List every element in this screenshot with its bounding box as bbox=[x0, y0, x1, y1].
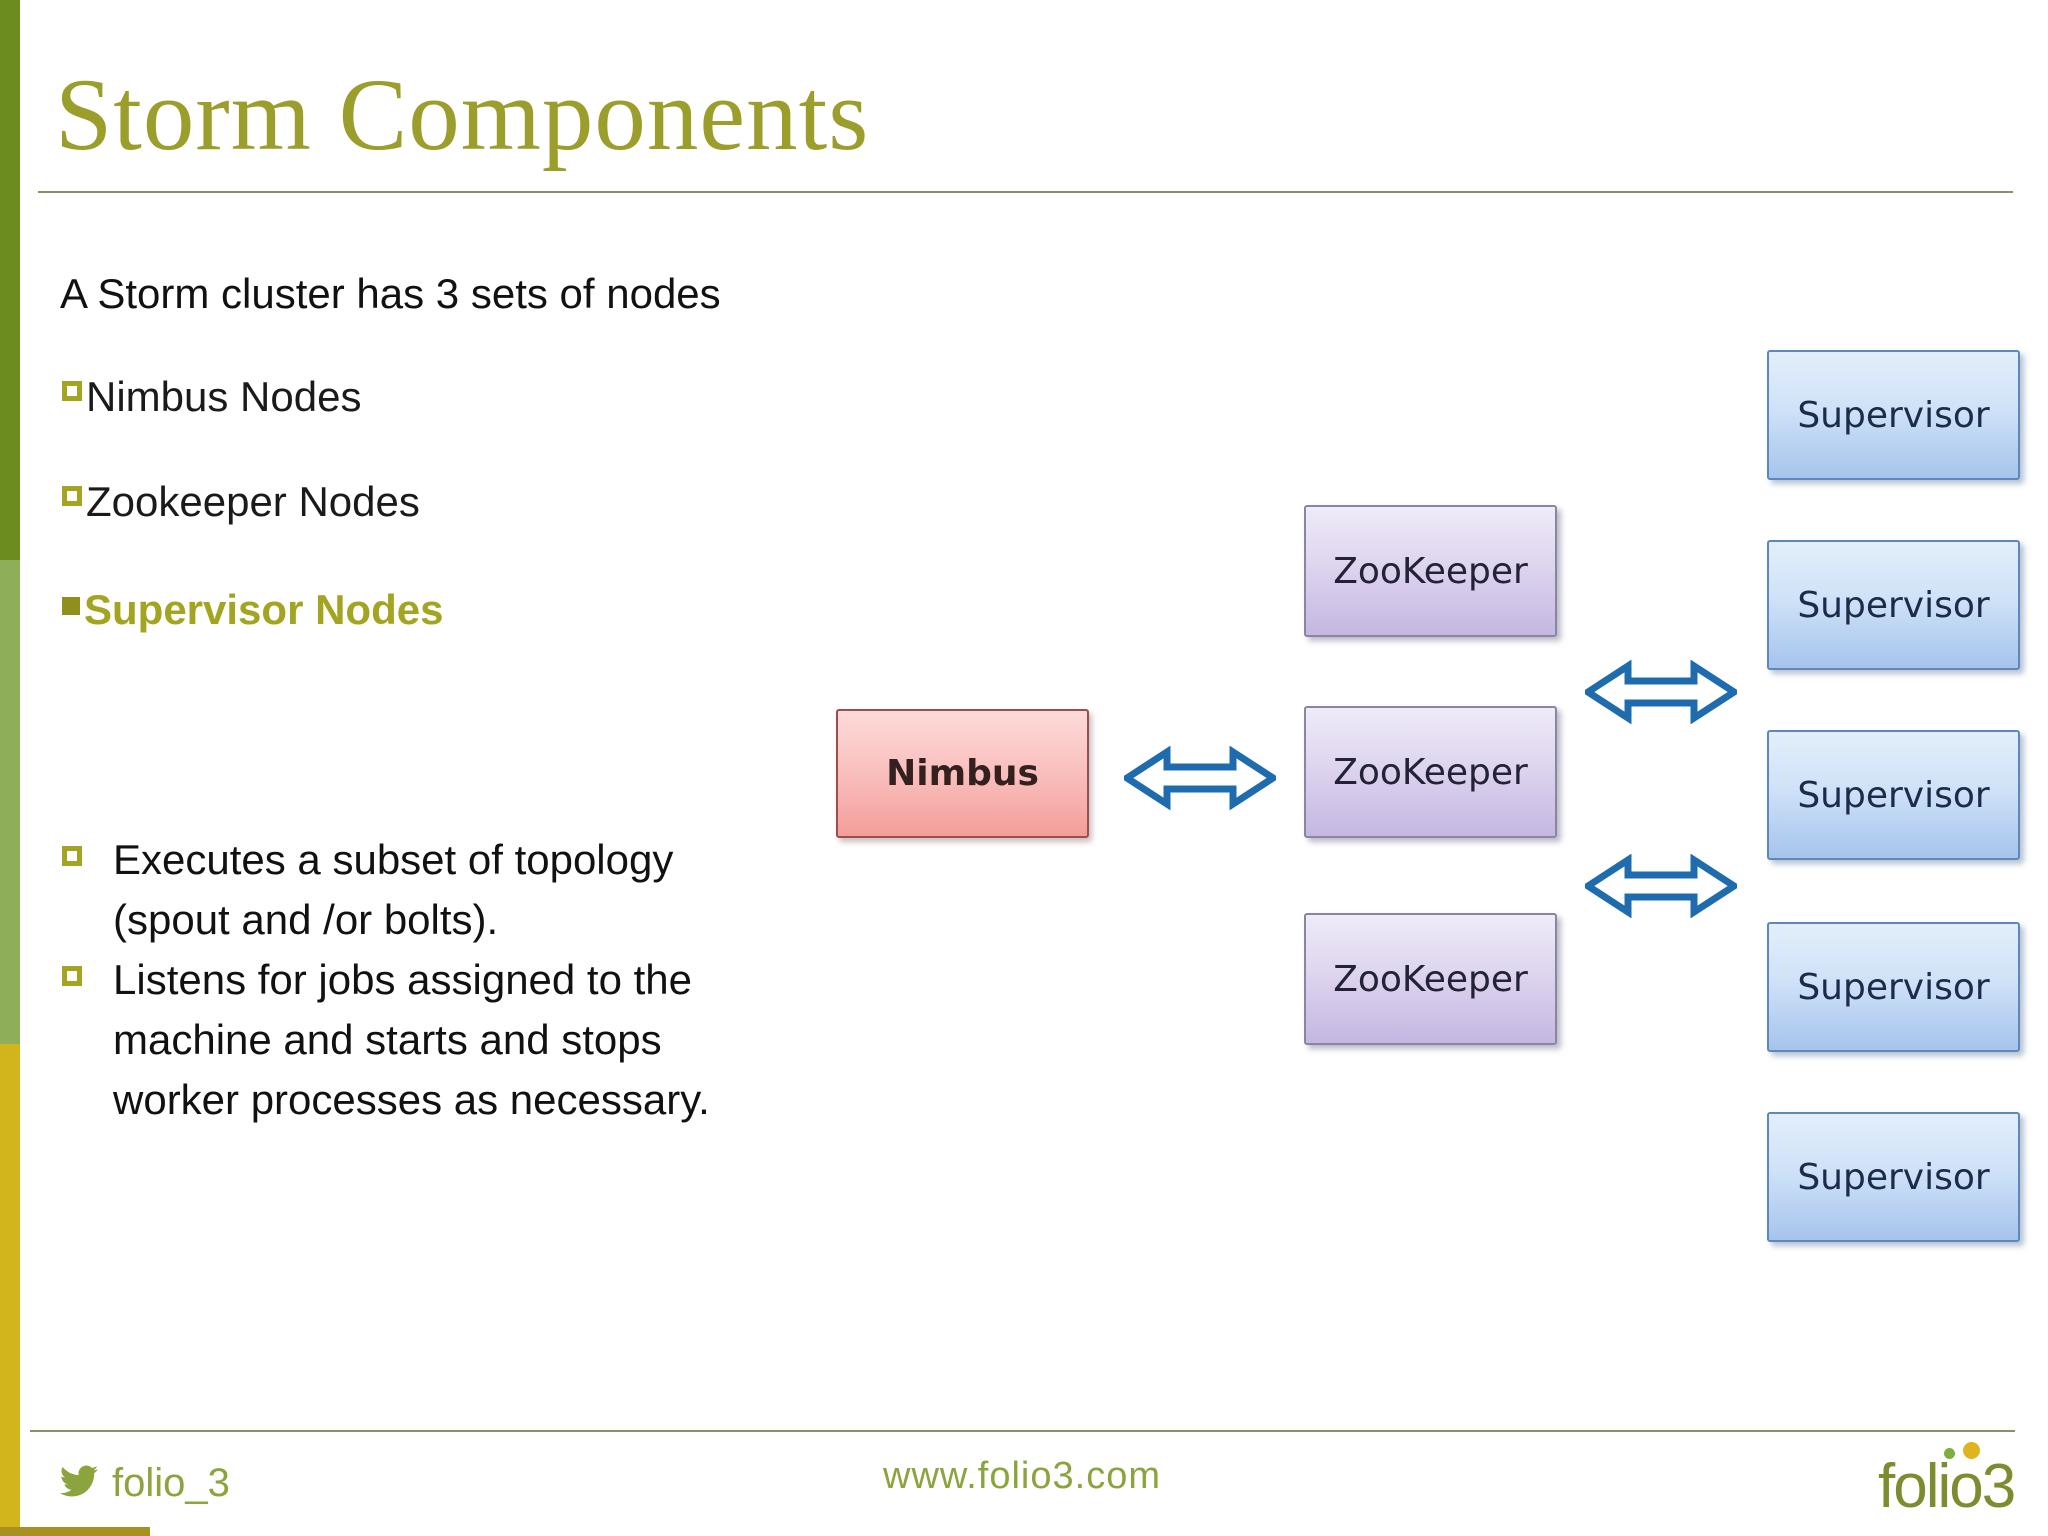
hollow-square-bullet-icon bbox=[62, 966, 82, 986]
left-stripe-top bbox=[0, 0, 20, 560]
double-arrow-icon bbox=[1585, 854, 1737, 918]
title-underline bbox=[38, 191, 2013, 193]
logo-gold-dot-icon bbox=[1963, 1442, 1980, 1459]
hollow-square-bullet-icon bbox=[62, 381, 82, 401]
twitter-icon bbox=[60, 1465, 98, 1497]
footer-divider bbox=[30, 1430, 2015, 1432]
double-arrow-icon bbox=[1585, 660, 1737, 724]
filled-square-bullet-icon bbox=[62, 597, 80, 615]
bullet-item-zookeeper: Zookeeper Nodes bbox=[62, 476, 420, 528]
detail-line: Listens for jobs assigned to the bbox=[113, 956, 693, 1003]
diagram-node-supervisor-1: Supervisor bbox=[1767, 350, 2020, 480]
diagram-node-supervisor-3: Supervisor bbox=[1767, 730, 2020, 860]
bottom-left-bar bbox=[0, 1527, 150, 1536]
detail-bullet-listens: Listens for jobs assigned to the machine… bbox=[113, 950, 753, 1130]
hollow-square-bullet-icon bbox=[62, 846, 82, 866]
detail-line: Executes a subset of topology bbox=[113, 836, 674, 883]
left-stripe-middle bbox=[0, 560, 20, 1044]
diagram-node-zookeeper-3: ZooKeeper bbox=[1304, 913, 1557, 1045]
bullet-item-nimbus: Nimbus Nodes bbox=[62, 371, 361, 423]
detail-bullet-executes: Executes a subset of topology (spout and… bbox=[113, 830, 753, 950]
detail-line: machine and starts and stops bbox=[113, 1016, 662, 1063]
page-title: Storm Components bbox=[55, 58, 870, 172]
diagram-node-zookeeper-1: ZooKeeper bbox=[1304, 505, 1557, 637]
diagram-node-supervisor-4: Supervisor bbox=[1767, 922, 2020, 1052]
diagram-node-supervisor-5: Supervisor bbox=[1767, 1112, 2020, 1242]
twitter-handle: folio_3 bbox=[112, 1461, 230, 1505]
footer-website: www.folio3.com bbox=[883, 1455, 1161, 1497]
bullet-label: Supervisor Nodes bbox=[84, 586, 444, 633]
intro-text: A Storm cluster has 3 sets of nodes bbox=[60, 270, 721, 317]
detail-line: (spout and /or bolts). bbox=[113, 896, 499, 943]
bullet-item-supervisor: Supervisor Nodes bbox=[62, 584, 443, 636]
double-arrow-icon bbox=[1124, 746, 1276, 810]
hollow-square-bullet-icon bbox=[62, 486, 82, 506]
detail-line: worker processes as necessary. bbox=[113, 1076, 710, 1123]
diagram-node-supervisor-2: Supervisor bbox=[1767, 540, 2020, 670]
left-stripe-gold bbox=[0, 1044, 20, 1536]
logo-green-dot-icon bbox=[1944, 1448, 1955, 1459]
diagram-node-nimbus: Nimbus bbox=[836, 709, 1089, 838]
folio3-logo: folio3 bbox=[1878, 1452, 2016, 1521]
bullet-label: Nimbus Nodes bbox=[86, 373, 362, 420]
diagram-node-zookeeper-2: ZooKeeper bbox=[1304, 706, 1557, 838]
bullet-label: Zookeeper Nodes bbox=[86, 478, 420, 525]
